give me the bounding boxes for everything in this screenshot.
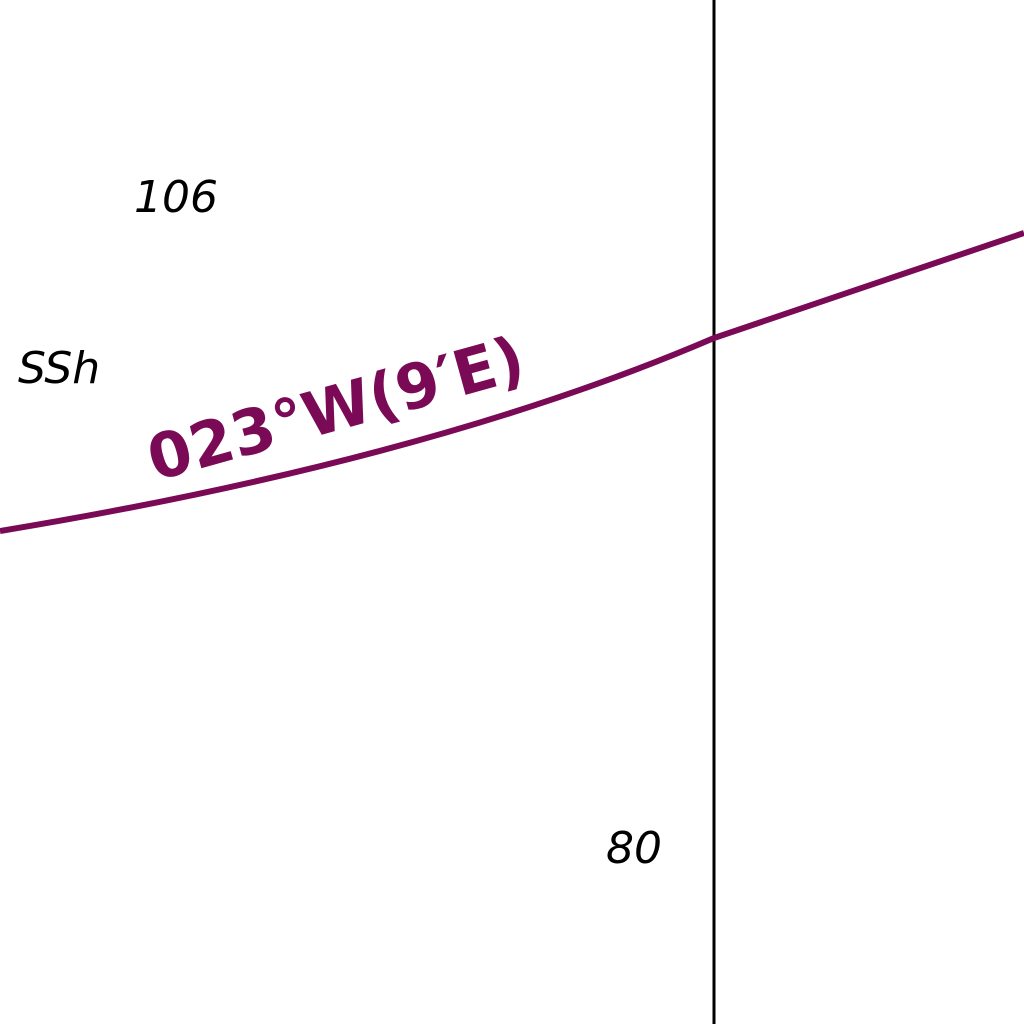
depth-sounding: 80 — [606, 823, 662, 874]
isogonic-line — [0, 230, 1024, 534]
depth-sounding: 106 — [134, 172, 218, 223]
isogonic-line-label: 023°W(9′E) — [140, 322, 533, 496]
seabed-nature-label: SSh — [18, 343, 100, 394]
